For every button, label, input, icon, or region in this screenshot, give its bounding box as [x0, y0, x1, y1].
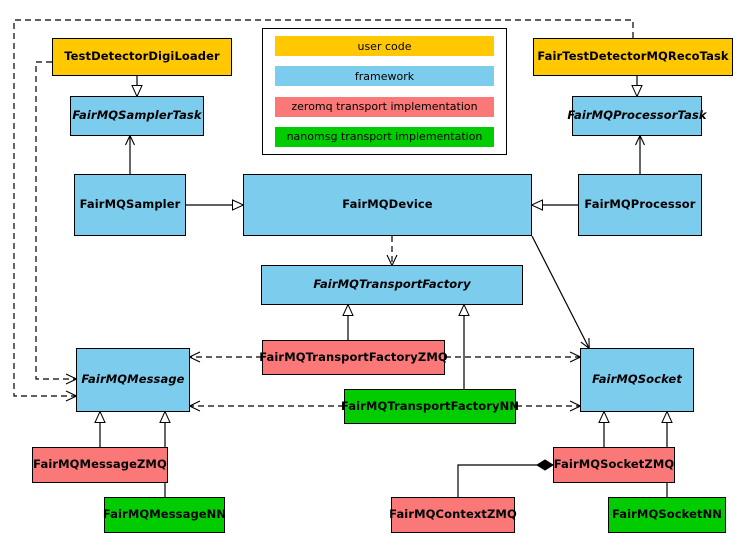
legend-row-framework: framework [275, 66, 494, 87]
class-box-FairMQMessage[interactable]: FairMQMessage [76, 348, 190, 412]
class-box-FairMQProcessor[interactable]: FairMQProcessor [578, 174, 702, 236]
class-box-FairMQProcessorTask[interactable]: FairMQProcessorTask [567, 96, 707, 136]
legend-row-nanomsg: nanomsg transport implementation [275, 126, 494, 147]
class-box-FairMQTransportFactoryNN[interactable]: FairMQTransportFactoryNN [341, 389, 519, 424]
class-box-FairMQTransportFactoryZMQ[interactable]: FairMQTransportFactoryZMQ [259, 340, 448, 375]
edge-device-socket [531, 235, 590, 350]
class-box-FairMQContextZMQ[interactable]: FairMQContextZMQ [389, 497, 517, 533]
class-box-FairMQSampler[interactable]: FairMQSampler [74, 174, 186, 236]
class-box-FairMQMessageNN[interactable]: FairMQMessageNN [103, 497, 226, 533]
class-box-FairMQTransportFactory[interactable]: FairMQTransportFactory [261, 265, 523, 305]
color-legend: user code framework zeromq transport imple… [262, 28, 507, 155]
class-box-FairMQDevice[interactable]: FairMQDevice [243, 174, 532, 236]
class-box-FairMQMessageZMQ[interactable]: FairMQMessageZMQ [32, 447, 168, 483]
class-box-FairMQSocket[interactable]: FairMQSocket [580, 348, 694, 412]
class-box-TestDetectorDigiLoader[interactable]: TestDetectorDigiLoader [52, 38, 232, 76]
class-box-FairTestDetectorMQRecoTask[interactable]: FairTestDetectorMQRecoTask [533, 38, 733, 76]
class-box-FairMQSocketZMQ[interactable]: FairMQSocketZMQ [553, 447, 675, 483]
legend-row-user-code: user code [275, 36, 494, 56]
class-box-FairMQSamplerTask[interactable]: FairMQSamplerTask [70, 96, 204, 136]
edge-contextzmq-socketzmq [457, 459, 554, 497]
class-box-FairMQSocketNN[interactable]: FairMQSocketNN [608, 497, 726, 533]
legend-row-zeromq: zeromq transport implementation [275, 96, 494, 117]
